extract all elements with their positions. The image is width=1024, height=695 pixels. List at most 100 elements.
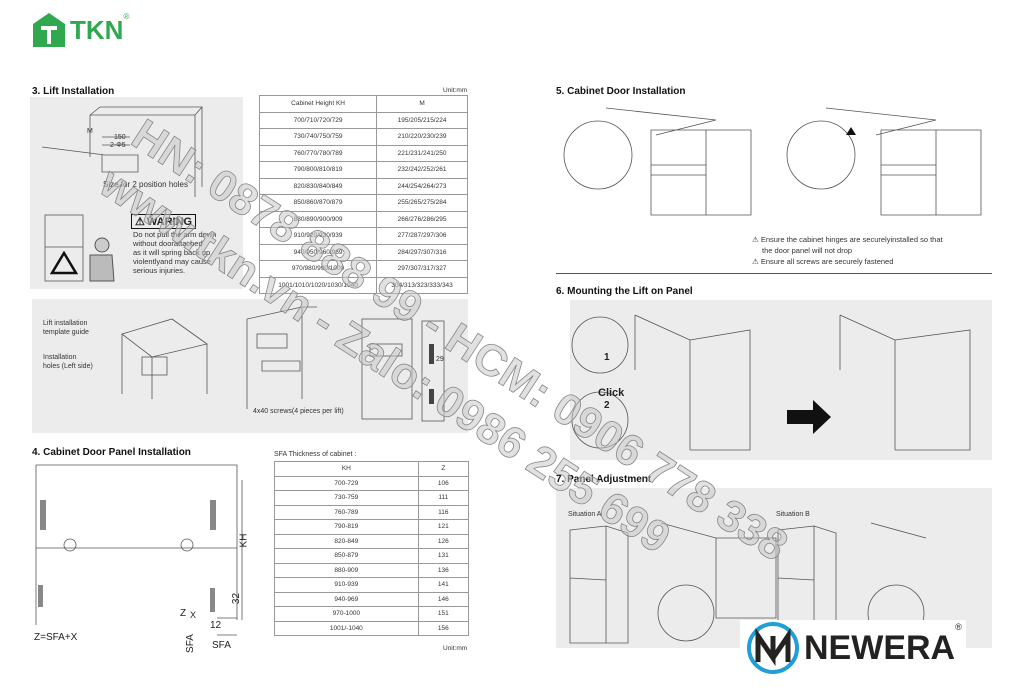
formula: Z=SFA+X (34, 632, 78, 643)
table-cell: 255/265/275/284 (376, 194, 468, 212)
step-2: 2 (604, 400, 610, 411)
click-label: Click (598, 387, 625, 399)
column-header: M (376, 95, 468, 113)
door-notes: ⚠ Ensure the cabinet hinges are securely… (752, 234, 943, 267)
caution-icon: ⚠ (752, 257, 761, 266)
mounting-panel: Click 1 2 (570, 300, 992, 460)
table-cell: 700/710/720/729 (258, 111, 378, 129)
column-header: Z (417, 461, 470, 477)
situation-a-label: Situation A (568, 511, 602, 518)
table-cell: 106 (417, 475, 470, 491)
table-cell: 111 (417, 490, 470, 506)
section6-title: 6. Mounting the Lift on Panel (556, 286, 693, 297)
warning-illustration (44, 214, 115, 282)
note-text: Ensure all screws are securely fastened (760, 257, 894, 266)
table-cell: 116 (417, 504, 470, 520)
table-cell: 700-729 (274, 475, 419, 491)
table-cell: 126 (417, 533, 470, 549)
warning-line: as it will spring back up (133, 248, 211, 257)
z-label: Z (180, 608, 187, 619)
section5-title: 5. Cabinet Door Installation (556, 86, 686, 97)
note-text: the door panel will not drop (762, 246, 853, 255)
caution-icon: ⚠ (752, 235, 761, 244)
lift-installation-panel: M 150 2-Φ5 Size for 2 position holes ⚠WA… (30, 97, 243, 289)
table-cell: 940-969 (274, 591, 419, 607)
screws-label: 4x40 screws(4 pieces per lift) (253, 408, 344, 415)
table-cell: 970-1000 (274, 606, 419, 622)
warning-text: Do not pull the arm down without dooratt… (133, 230, 216, 275)
table-cell: 1001/1010/1020/1030/1040 (258, 276, 378, 294)
warning-icon: ⚠ (135, 216, 145, 228)
table-cell: 760/770/780/789 (258, 144, 378, 162)
note: ⚠ Ensure all screws are securely fastene… (752, 256, 943, 267)
warning-line: serious injuries. (133, 266, 186, 275)
column-header: KH (274, 461, 419, 477)
note: ⚠ Ensure the cabinet hinges are securely… (752, 234, 943, 245)
door-panel-drawing (35, 464, 243, 636)
table-cell: 136 (417, 562, 470, 578)
dim-29: 29 (436, 356, 444, 363)
warning-box: ⚠WARING (131, 214, 197, 229)
newera-logo-icon (747, 622, 799, 674)
tkn-logo-icon (33, 13, 65, 47)
table-cell: 790-819 (274, 519, 419, 535)
template-guide-diagram (121, 306, 445, 422)
column-header: Cabinet Height KH (258, 95, 378, 113)
divider (556, 273, 992, 274)
table-cell: 284/297/307/316 (376, 243, 468, 261)
table-cell: 244/254/264/273 (376, 177, 468, 195)
warning-line: violentlyand may cause (133, 257, 211, 266)
table-cell: 131 (417, 548, 470, 564)
section3-title: 3. Lift Installation (32, 86, 115, 97)
holes-note: Size for 2 position holes (103, 180, 188, 189)
dim-m: M (87, 128, 93, 135)
table-cell: 210/220/230/239 (376, 128, 468, 146)
door-installation-diagram (563, 107, 982, 216)
newera-logo-text: NEWERA (804, 628, 956, 667)
x-label: X (190, 610, 197, 620)
table-cell: 790/800/810/819 (258, 161, 378, 179)
section7-title: 7. Panel Adjustment (556, 474, 652, 485)
warning-title: WARING (146, 215, 193, 228)
note-text: Ensure the cabinet hinges are securelyin… (760, 235, 943, 244)
table-cell: 151 (417, 606, 470, 622)
situation-b-label: Situation B (776, 511, 810, 518)
tkn-logo: TKN ® (32, 12, 129, 48)
table-cell: 880-909 (274, 562, 419, 578)
warning-line: Do not pull the arm down (133, 230, 217, 239)
table-cell: 232/242/252/261 (376, 161, 468, 179)
newera-logo: NEWERA ® (740, 620, 966, 676)
table-cell: 277/287/297/306 (376, 227, 468, 245)
table-cell: 730/740/750/759 (258, 128, 378, 146)
table-cell: 156 (417, 620, 470, 636)
table-cell: 820-849 (274, 533, 419, 549)
table-cell: 730-759 (274, 490, 419, 506)
step-1: 1 (604, 352, 610, 363)
registered-mark: ® (123, 12, 130, 21)
table-cell: 221/231/241/250 (376, 144, 468, 162)
table-cell: 266/276/286/295 (376, 210, 468, 228)
sfa-label: SFA (212, 640, 231, 651)
dim-150: 150 (114, 134, 126, 141)
warning-line: without doorattached (133, 239, 203, 248)
